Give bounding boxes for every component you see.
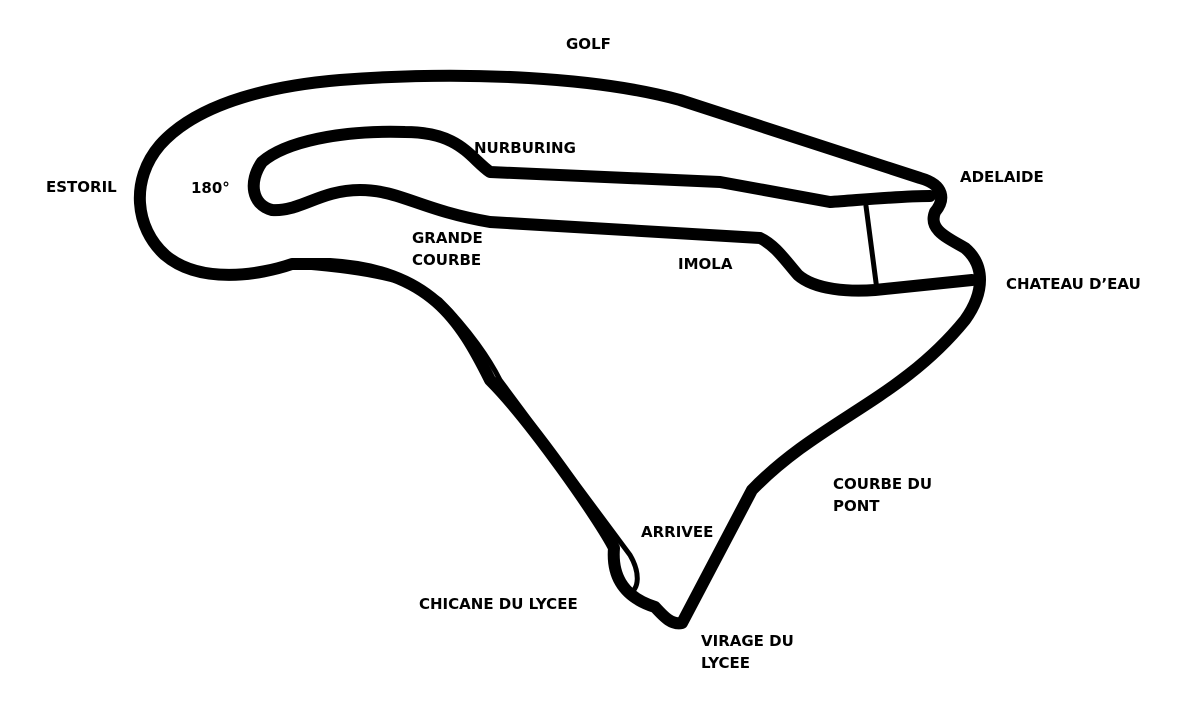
corner-labels: GOLF NURBURING ADELAIDE ESTORIL 180° GRA… xyxy=(46,35,1141,672)
label-adelaide: ADELAIDE xyxy=(960,168,1044,186)
label-imola: IMOLA xyxy=(678,255,733,273)
label-golf: GOLF xyxy=(566,35,611,53)
label-180: 180° xyxy=(191,179,230,197)
label-chateau-deau: CHATEAU D’EAU xyxy=(1006,275,1141,293)
label-grande-courbe-line1: GRANDE xyxy=(412,229,483,247)
label-chicane-du-lycee: CHICANE DU LYCEE xyxy=(419,595,578,613)
track-inner-hairpin xyxy=(247,125,978,297)
track-outer-loop xyxy=(134,69,986,630)
label-virage-du-lycee-line2: LYCEE xyxy=(701,654,750,672)
label-courbe-du-pont-line1: COURBE DU xyxy=(833,475,932,493)
label-virage-du-lycee-line1: VIRAGE DU xyxy=(701,632,794,650)
track-connector xyxy=(863,203,880,293)
label-nurburing: NURBURING xyxy=(474,139,576,157)
track-pit-lane xyxy=(289,263,640,597)
label-arrivee: ARRIVEE xyxy=(641,523,713,541)
label-grande-courbe-line2: COURBE xyxy=(412,251,481,269)
track-layout xyxy=(134,69,986,630)
label-estoril: ESTORIL xyxy=(46,178,117,196)
label-courbe-du-pont-line2: PONT xyxy=(833,497,880,515)
